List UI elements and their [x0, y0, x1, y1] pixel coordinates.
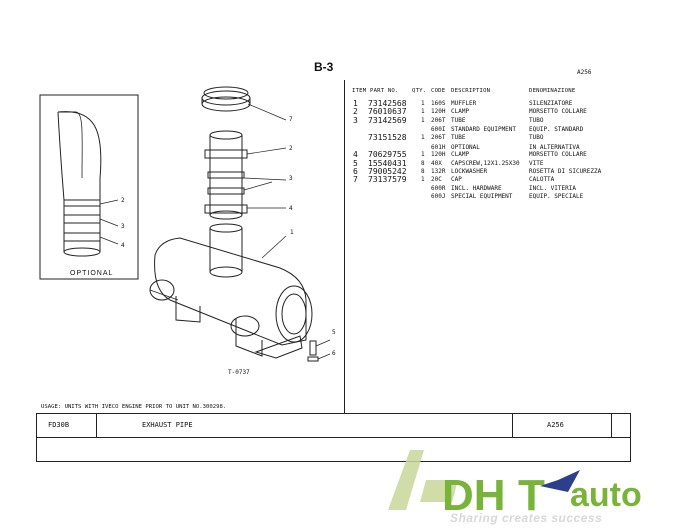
callout-7: 7 [289, 116, 293, 123]
parts-row-4-desc: STANDARD EQUIPMENT [451, 126, 517, 133]
parts-row-11-den: INCL. VITERIA [529, 185, 576, 192]
header-code: CODE [431, 88, 446, 94]
header-part-no: PART NO. [370, 88, 399, 94]
callout-4: 4 [289, 205, 293, 212]
title-block-div1 [96, 413, 97, 437]
callout-1: 1 [290, 229, 294, 236]
parts-row-1-part: 73142568 [368, 99, 407, 108]
watermark-brand-dh: DH [442, 471, 506, 520]
parts-row-4-code: 600I [431, 126, 446, 133]
title-block-bottom [36, 461, 631, 462]
footer-reference: A256 [547, 421, 564, 429]
parts-row-7-qty: 1 [421, 151, 425, 158]
title-block-div2 [512, 413, 513, 437]
header-qty: QTY. [412, 88, 427, 94]
parts-row-5-part: 73151528 [368, 133, 407, 142]
figure-id: T-0737 [228, 369, 250, 376]
parts-row-5-desc: TUBE [451, 134, 466, 141]
parts-row-9-part: 79005242 [368, 167, 407, 176]
parts-row-7-item: 4 [353, 150, 358, 159]
callout-3: 3 [289, 175, 293, 182]
inset-callout-4: 4 [121, 242, 125, 249]
parts-row-7-code: 120H [431, 151, 446, 158]
parts-row-12-desc: SPECIAL EQUIPMENT [451, 193, 513, 200]
parts-row-9-den: ROSETTA DI SICUREZZA [529, 168, 602, 175]
parts-row-9-desc: LOCKWASHER [451, 168, 488, 175]
parts-row-8-item: 5 [353, 159, 358, 168]
parts-row-2-qty: 1 [421, 108, 425, 115]
title-block-left [36, 413, 37, 461]
parts-row-9-qty: 8 [421, 168, 425, 175]
parts-row-6-code: 601H [431, 144, 446, 151]
parts-row-10-code: 20C [431, 176, 442, 183]
reference-code: A256 [577, 69, 592, 76]
parts-row-9-code: 132R [431, 168, 446, 175]
parts-row-5-qty: 1 [421, 134, 425, 141]
parts-row-6-desc: OPTIONAL [451, 144, 480, 151]
parts-row-4-den: EQUIP. STANDARD [529, 126, 584, 133]
parts-row-2-code: 120H [431, 108, 446, 115]
parts-row-8-qty: 8 [421, 160, 425, 167]
optional-label: OPTIONAL [70, 270, 114, 277]
parts-row-3-code: 206T [431, 117, 446, 124]
parts-row-12-code: 600J [431, 193, 446, 200]
watermark-brand-t: T [518, 471, 545, 520]
optional-inset-frame [39, 94, 139, 280]
usage-note: USAGE: UNITS WITH IVECO ENGINE PRIOR TO … [41, 404, 227, 410]
watermark-brand-auto: auto [570, 476, 642, 514]
parts-row-3-den: TUBO [529, 117, 544, 124]
parts-row-10-den: CALOTTA [529, 176, 555, 183]
parts-row-10-part: 73137579 [368, 175, 407, 184]
parts-row-8-part: 15540431 [368, 159, 407, 168]
watermark-logo: DH T auto [388, 450, 642, 520]
parts-row-8-den: VITE [529, 160, 544, 167]
parts-row-7-part: 70629755 [368, 150, 407, 159]
parts-row-5-code: 206T [431, 134, 446, 141]
parts-row-1-item: 1 [353, 99, 358, 108]
model-code: FD30B [48, 421, 70, 429]
parts-row-1-desc: MUFFLER [451, 100, 477, 107]
section-title: EXHAUST PIPE [142, 421, 193, 429]
inset-callout-2: 2 [121, 197, 125, 204]
inset-callout-3: 3 [121, 223, 125, 230]
parts-row-1-qty: 1 [421, 100, 425, 107]
parts-row-11-code: 600R [431, 185, 446, 192]
parts-row-3-qty: 1 [421, 117, 425, 124]
parts-row-2-item: 2 [353, 107, 358, 116]
callout-6: 6 [332, 350, 336, 357]
callout-2: 2 [289, 145, 293, 152]
title-block-top [36, 413, 631, 414]
parts-row-10-desc: CAP [451, 176, 462, 183]
parts-row-8-code: 40X [431, 160, 442, 167]
parts-row-10-qty: 1 [421, 176, 425, 183]
column-divider [344, 80, 345, 414]
parts-row-1-den: SILENZIATORE [529, 100, 573, 107]
parts-row-11-desc: INCL. HARDWARE [451, 185, 502, 192]
parts-row-5-den: TUBO [529, 134, 544, 141]
title-block-right [630, 413, 631, 461]
watermark-tagline: Sharing creates success [450, 511, 603, 525]
parts-row-1-code: 160S [431, 100, 446, 107]
header-denominazione: DENOMINAZIONE [529, 88, 576, 94]
parts-row-2-desc: CLAMP [451, 108, 470, 115]
parts-row-3-part: 73142569 [368, 116, 407, 125]
parts-row-7-den: MORSETTO COLLARE [529, 151, 587, 158]
parts-row-12-den: EQUIP. SPECIALE [529, 193, 584, 200]
page-label: B-3 [314, 60, 334, 74]
parts-row-7-desc: CLAMP [451, 151, 470, 158]
header-description: DESCRIPTION [451, 88, 491, 94]
parts-row-2-part: 76010637 [368, 107, 407, 116]
header-item: ITEM [352, 88, 367, 94]
callout-5: 5 [332, 329, 336, 336]
parts-row-3-item: 3 [353, 116, 358, 125]
parts-row-8-desc: CAPSCREW,12X1.25X30 [451, 160, 520, 167]
title-block-div3 [611, 413, 612, 437]
parts-row-10-item: 7 [353, 175, 358, 184]
parts-row-6-den: IN ALTERNATIVA [529, 144, 580, 151]
parts-row-2-den: MORSETTO COLLARE [529, 108, 587, 115]
title-block-middle [36, 437, 631, 438]
parts-row-9-item: 6 [353, 167, 358, 176]
parts-row-3-desc: TUBE [451, 117, 466, 124]
